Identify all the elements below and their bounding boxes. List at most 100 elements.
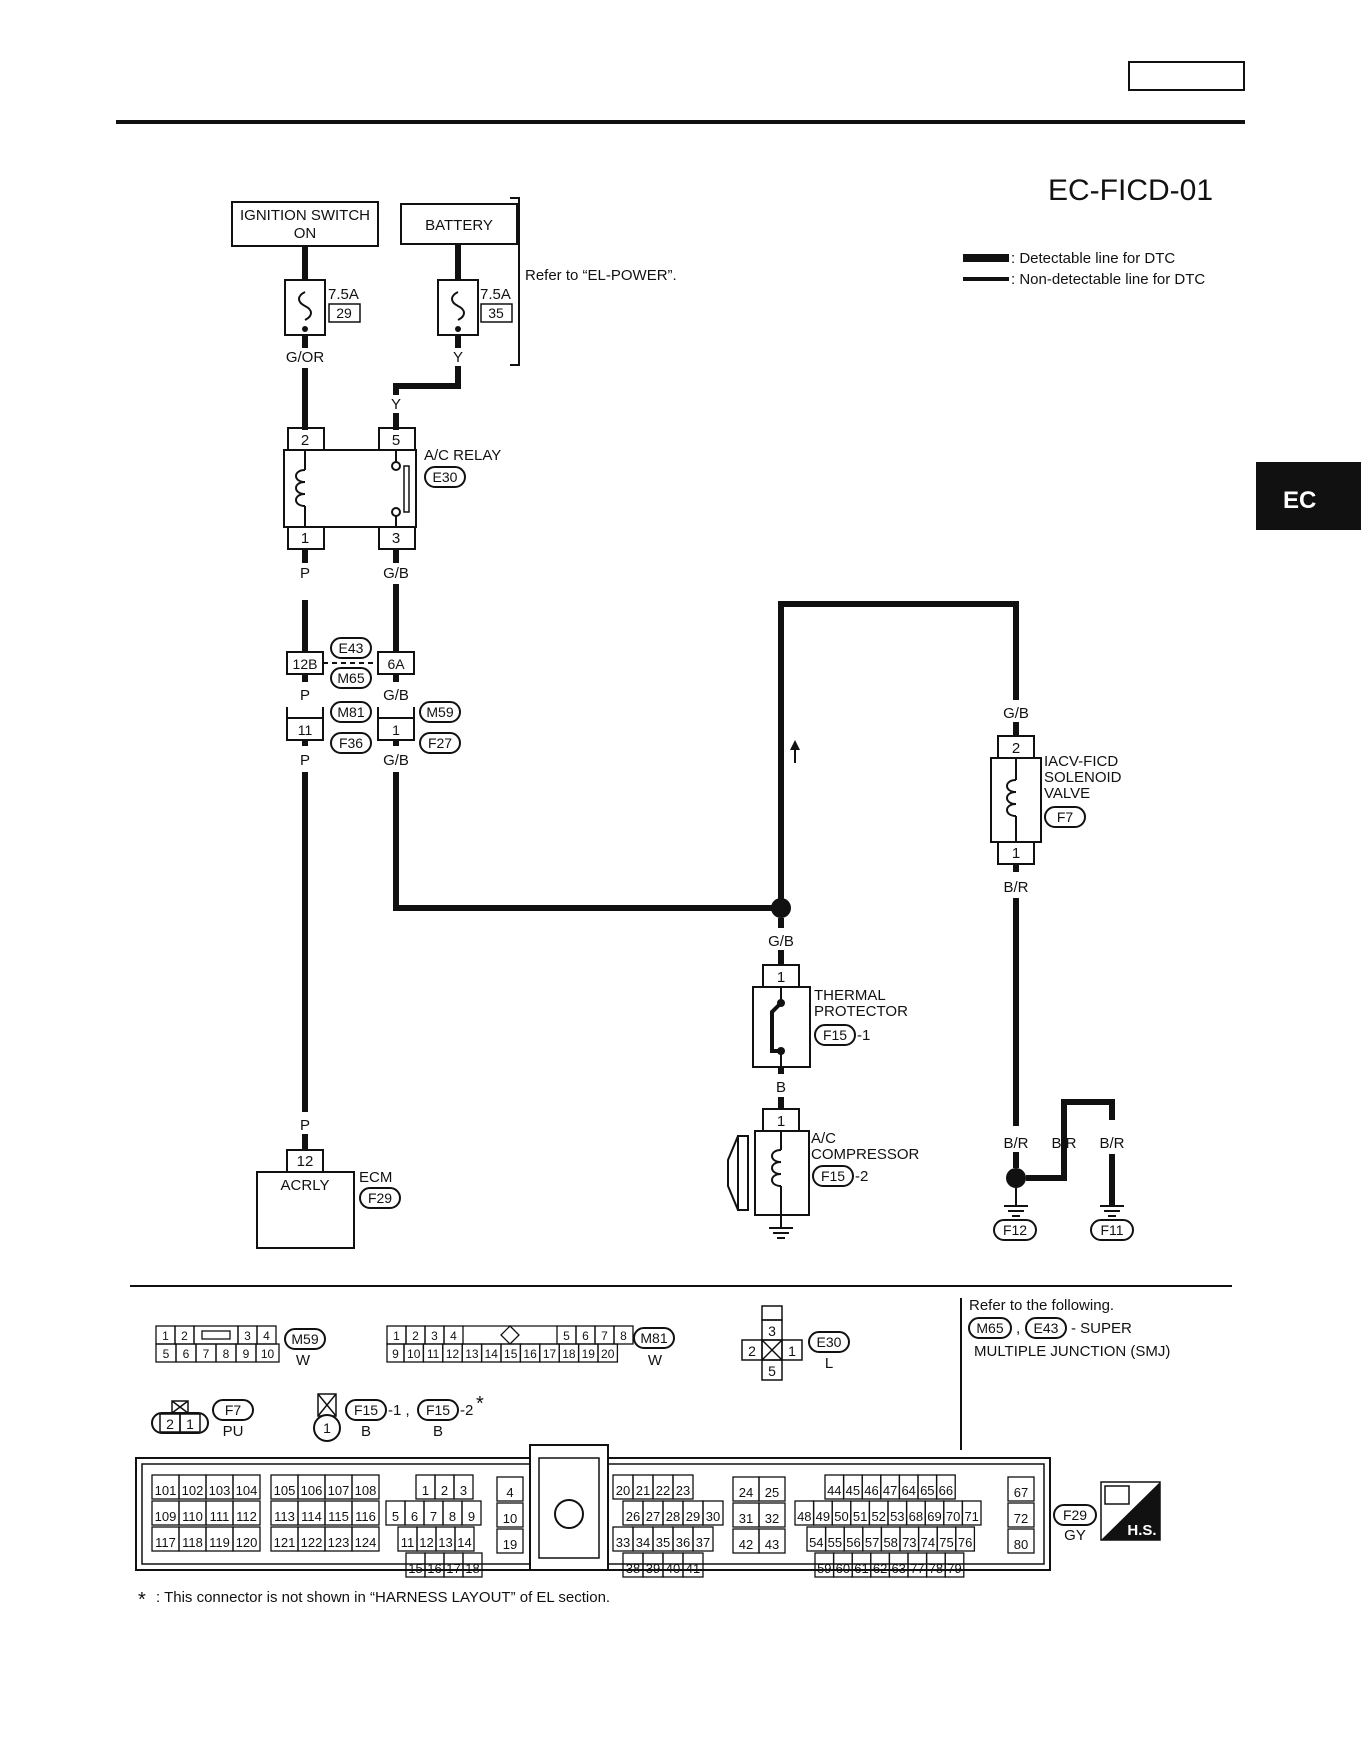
ecm-pin: 6: [411, 1509, 418, 1524]
ecm-pin: 35: [656, 1535, 670, 1550]
m81-pin: 6: [582, 1329, 589, 1343]
ecm-pin: 25: [765, 1485, 779, 1500]
ecm-pin: 71: [964, 1509, 978, 1524]
pin-cell: [453, 1474, 474, 1500]
pin-cell: [232, 1474, 261, 1500]
m81-pin: 5: [563, 1329, 570, 1343]
ecm-pin: 2: [441, 1483, 448, 1498]
ecm-pin: 80: [1014, 1537, 1028, 1552]
thermal-connector-suffix: -1: [857, 1027, 870, 1044]
iacv-connector: F7: [1057, 809, 1074, 825]
ac-relay-body: [283, 449, 417, 528]
ecm-pin: 21: [636, 1483, 650, 1498]
ecm-pin: 122: [301, 1535, 323, 1550]
ecm-pin: 46: [864, 1483, 878, 1498]
ecm-pin: 9: [468, 1509, 475, 1524]
ecm-pin: 28: [666, 1509, 680, 1524]
m59-pin: 7: [203, 1347, 210, 1361]
ecm-pin: 114: [301, 1509, 322, 1524]
ecm-pin: 75: [939, 1535, 953, 1550]
connector-frame: [463, 1325, 557, 1345]
wire-br-3: B/R: [1051, 1135, 1076, 1152]
ecm-pin: 63: [891, 1561, 905, 1576]
pin-cell: [672, 1474, 694, 1500]
m81-pin: 14: [485, 1347, 499, 1361]
ecm-pin: 37: [696, 1535, 710, 1550]
ecm-pin: 22: [656, 1483, 670, 1498]
pin-cell: [496, 1502, 524, 1528]
pin-cell: [496, 1476, 524, 1502]
ecm-pin: 26: [626, 1509, 640, 1524]
ecm-pin: 108: [355, 1483, 377, 1498]
m59-pin: 4: [263, 1329, 270, 1343]
ecm-pin: 16: [427, 1561, 441, 1576]
refer-smj: MULTIPLE JUNCTION (SMJ): [974, 1343, 1170, 1360]
compressor-connector-suffix: -2: [855, 1168, 868, 1185]
iacv-label-2: SOLENOID: [1044, 769, 1122, 786]
pin-cell: [944, 1552, 965, 1578]
connector-m81-id: M81: [640, 1330, 667, 1346]
ecm-pin: 31: [739, 1511, 753, 1526]
pin-cell: [193, 1325, 239, 1345]
current-arrow: [790, 740, 800, 750]
ecm-pin: 105: [274, 1483, 296, 1498]
connector-e43: E43: [339, 640, 364, 656]
section-tab-label: EC: [1283, 487, 1316, 514]
ecm-pin: 109: [155, 1509, 177, 1524]
wire-gb-1: G/B: [383, 565, 409, 582]
pin-cell: [702, 1500, 724, 1526]
ecm-pin: 64: [901, 1483, 915, 1498]
ecm-pin: 104: [236, 1483, 258, 1498]
ecm-pin: 4: [506, 1485, 513, 1500]
connector-f15-id-2: F15: [426, 1402, 450, 1418]
ecm-pin: 13: [438, 1535, 452, 1550]
connector-f29-id: F29: [1063, 1507, 1087, 1523]
ecm-pin: 120: [236, 1535, 258, 1550]
wire-p-4: P: [300, 1117, 310, 1134]
ecm-pin: 30: [706, 1509, 720, 1524]
connector-f15-color-1: B: [361, 1423, 371, 1440]
ecm-pin: 44: [827, 1483, 841, 1498]
ecm-pin: 53: [890, 1509, 904, 1524]
ecm-pin: 70: [946, 1509, 960, 1524]
ac-relay-label: A/C RELAY: [424, 447, 501, 464]
ecm-connector: F29: [368, 1190, 392, 1206]
m81-pin: 3: [431, 1329, 438, 1343]
f15-pin-1: 1: [323, 1420, 331, 1436]
wire-p-3: P: [300, 752, 310, 769]
relay-pin-3: 3: [392, 530, 400, 547]
ecm-pin: 52: [871, 1509, 885, 1524]
ecm-pin: 69: [927, 1509, 941, 1524]
ecm-pin: 115: [328, 1509, 349, 1524]
ecm-pin: 32: [765, 1511, 779, 1526]
m81-pin: 20: [601, 1347, 615, 1361]
ecm-pin: 8: [449, 1509, 456, 1524]
ecm-pin: 102: [182, 1483, 204, 1498]
connector-f15-star: *: [476, 1393, 484, 1415]
ecm-pin: 116: [355, 1509, 376, 1524]
power-bracket: [510, 197, 520, 366]
fuse-29-rating: 7.5A: [328, 286, 359, 303]
ecm-pin: 60: [836, 1561, 850, 1576]
m81-pin: 4: [450, 1329, 457, 1343]
hs-label: H.S.: [1127, 1522, 1156, 1539]
legend-non-detectable: : Non-detectable line for DTC: [1011, 271, 1205, 288]
ecm-pin: 51: [853, 1509, 867, 1524]
ecm-pin: 68: [909, 1509, 923, 1524]
m59-pin: 8: [223, 1347, 230, 1361]
refer-comma: ,: [1016, 1320, 1020, 1337]
junction-pin-6a: 6A: [387, 656, 405, 672]
ecm-pin: 76: [958, 1535, 972, 1550]
ecm-pin: 123: [328, 1535, 350, 1550]
ecm-pin: 103: [209, 1483, 231, 1498]
wire-y-2: Y: [391, 396, 401, 413]
pin-cell: [758, 1528, 786, 1554]
compressor-pin-1: 1: [777, 1113, 785, 1130]
m81-pin: 17: [543, 1347, 557, 1361]
connector-m81: M81: [337, 704, 364, 720]
ecm-pin: 110: [182, 1509, 203, 1524]
ecm-pin: 111: [210, 1509, 230, 1524]
pin-cell: [597, 1343, 619, 1363]
